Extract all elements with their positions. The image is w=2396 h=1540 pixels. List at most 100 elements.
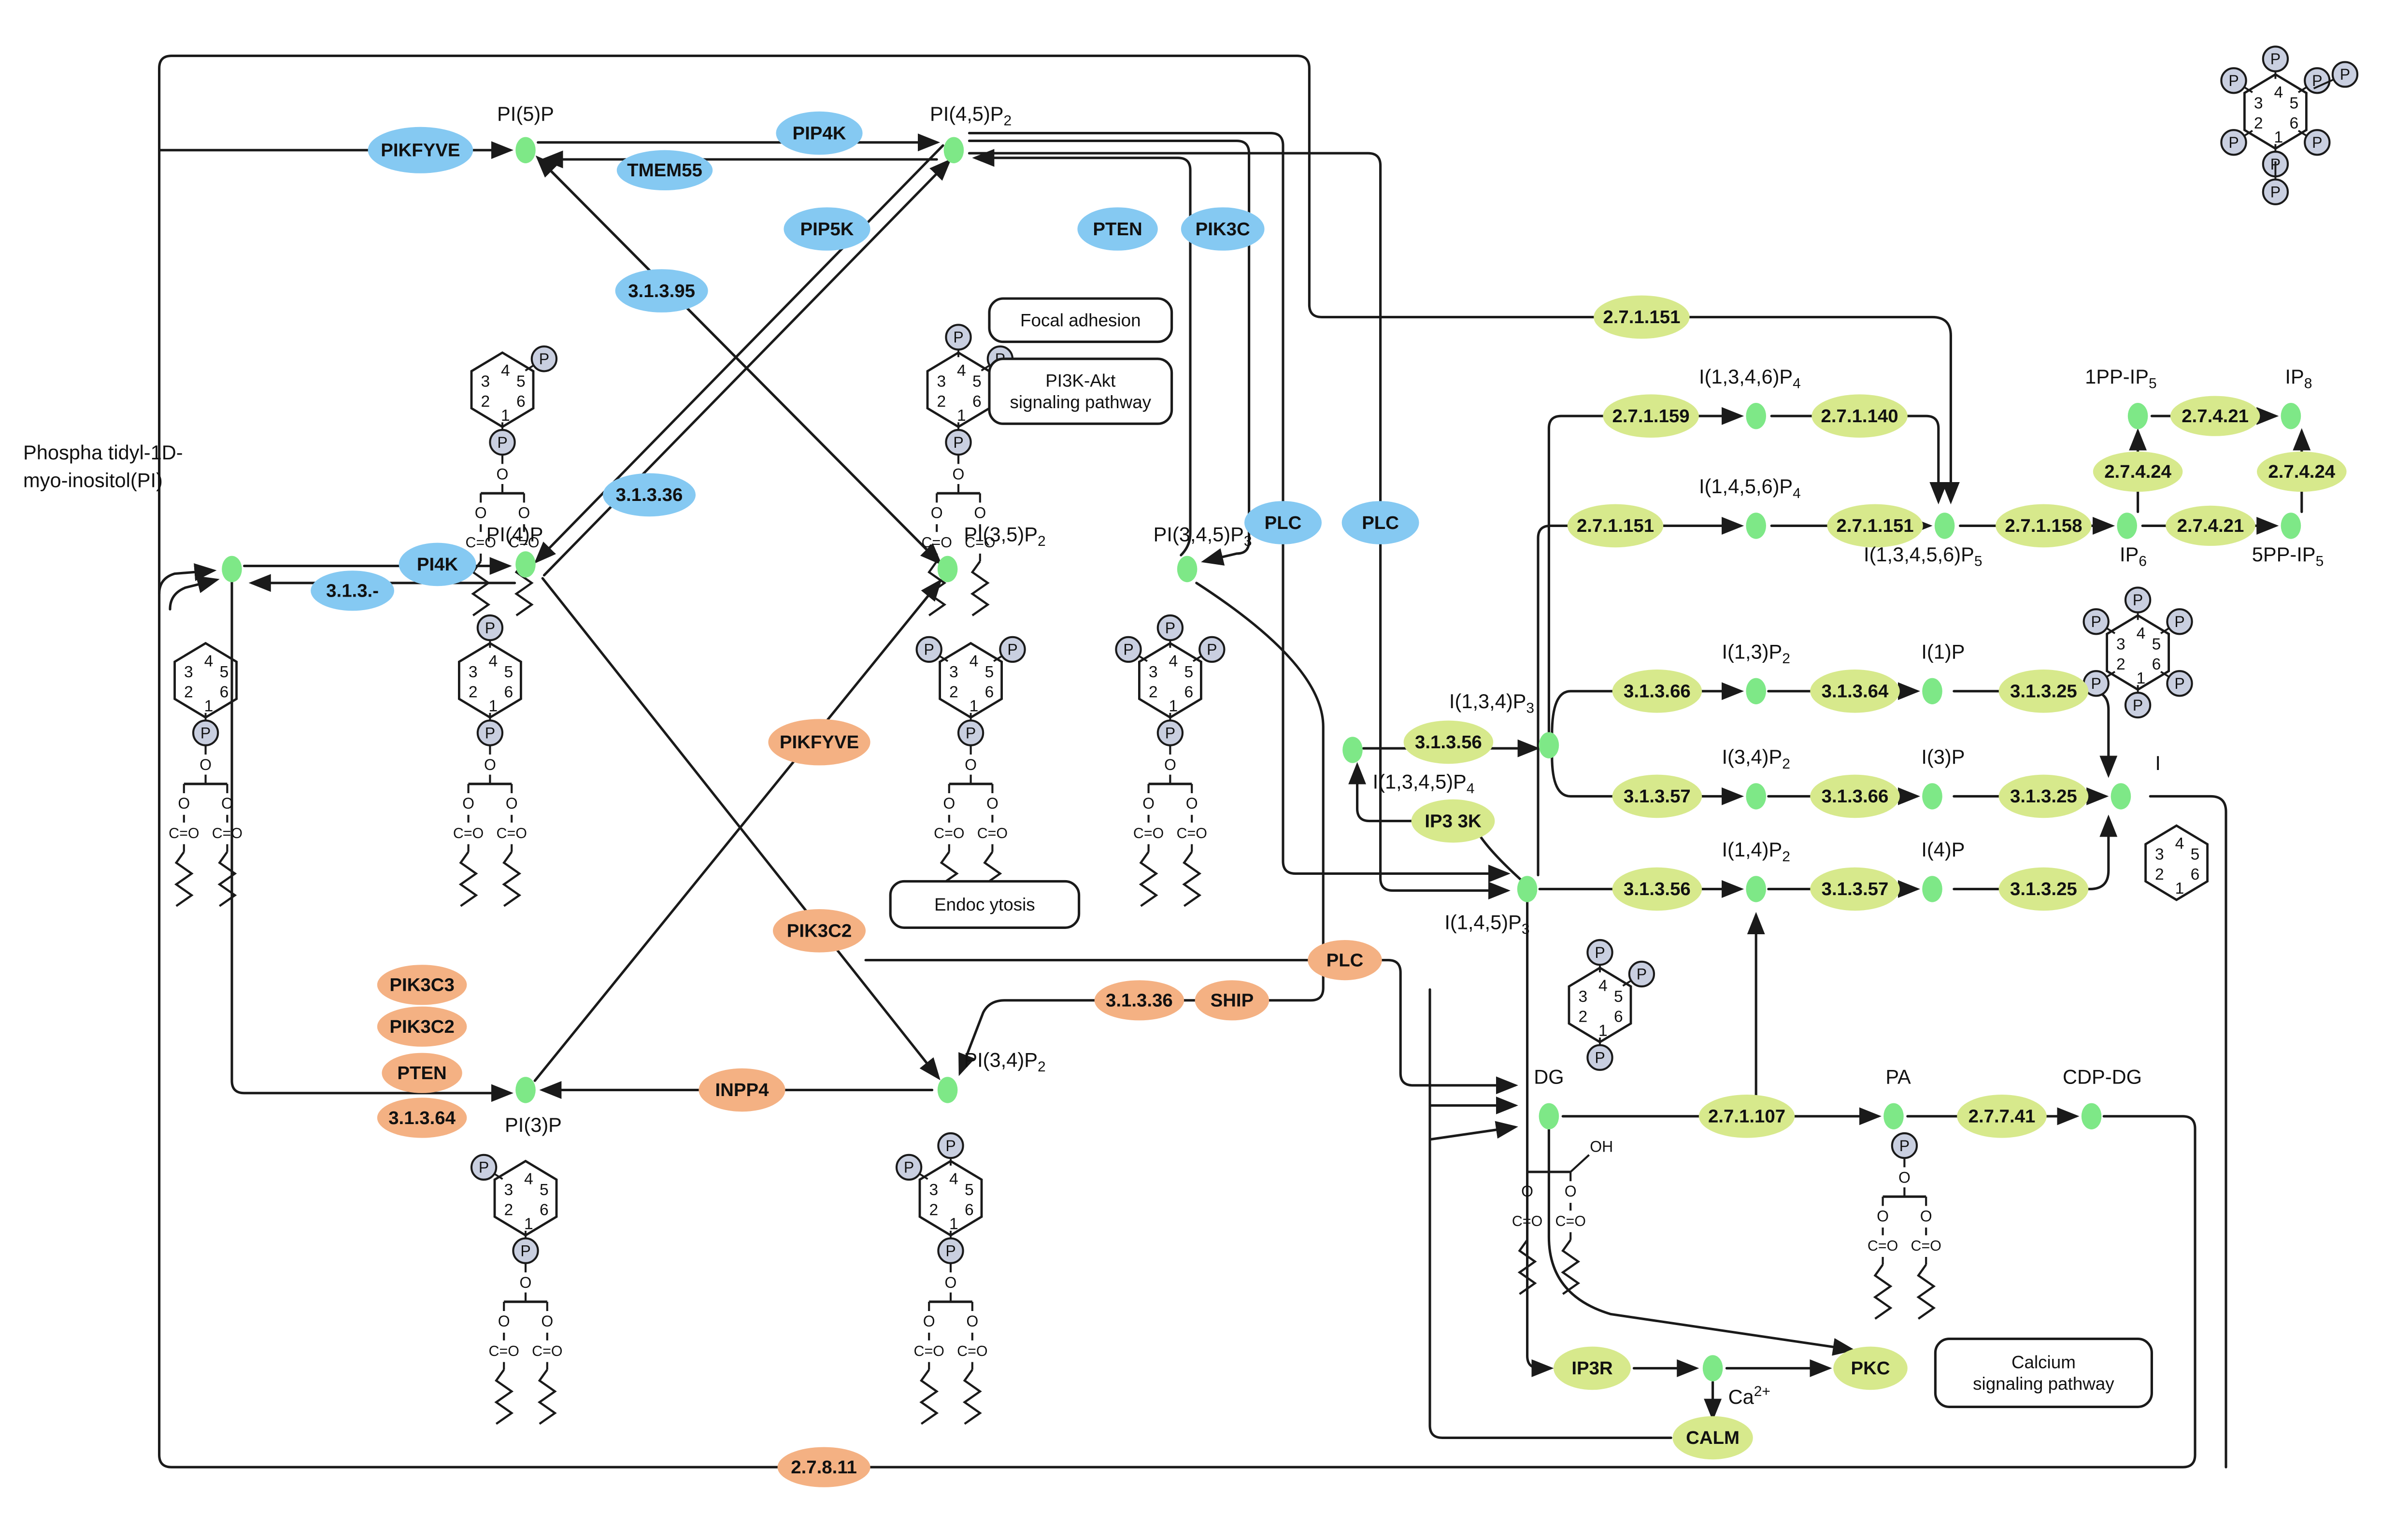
- metabolite-node-PI34P2[interactable]: [937, 1077, 958, 1103]
- metabolite-node-1PPIP5[interactable]: [2127, 403, 2148, 429]
- enzyme-ip3r[interactable]: IP3R: [1554, 1346, 1631, 1390]
- enzyme-orange-ellipse[interactable]: [1195, 980, 1269, 1021]
- enzyme-3.1.3.56[interactable]: 3.1.3.56: [1612, 867, 1702, 911]
- metabolite-node-PI[interactable]: [222, 556, 242, 583]
- metabolite-node-PI3P[interactable]: [515, 1077, 536, 1103]
- enzyme-green-ellipse[interactable]: [1811, 394, 1908, 438]
- enzyme-calm[interactable]: CALM: [1672, 1416, 1753, 1460]
- enzyme-blue-ellipse[interactable]: [1077, 207, 1158, 251]
- enzyme-green-ellipse[interactable]: [1996, 504, 2092, 548]
- metabolite-node-DG[interactable]: [1539, 1103, 1559, 1129]
- enzyme-green-ellipse[interactable]: [2093, 451, 2183, 492]
- enzyme-3.1.3.95[interactable]: 3.1.3.95: [615, 269, 708, 313]
- enzyme-pip5k[interactable]: PIP5K: [784, 207, 870, 251]
- metabolite-node-IP6[interactable]: [2117, 513, 2137, 539]
- enzyme-green-ellipse[interactable]: [1998, 670, 2089, 713]
- enzyme-3.1.3.66[interactable]: 3.1.3.66: [1612, 670, 1702, 713]
- enzyme-green-ellipse[interactable]: [1998, 867, 2089, 911]
- enzyme-green-ellipse[interactable]: [1411, 799, 1495, 843]
- enzyme-blue-ellipse[interactable]: [399, 542, 476, 586]
- metabolite-node-I3P[interactable]: [1922, 783, 1942, 810]
- enzyme-ip3-3k[interactable]: IP3 3K: [1411, 799, 1495, 843]
- enzyme-pikfyve[interactable]: PIKFYVE: [768, 719, 870, 766]
- enzyme-3.1.3.56[interactable]: 3.1.3.56: [1403, 720, 1494, 764]
- enzyme-green-ellipse[interactable]: [2166, 505, 2255, 546]
- metabolite-node-PI45P2[interactable]: [943, 137, 964, 163]
- enzyme-green-ellipse[interactable]: [1567, 504, 1664, 548]
- enzyme-inpp4[interactable]: INPP4: [699, 1068, 785, 1112]
- metabolite-node-I[interactable]: [2111, 783, 2131, 810]
- enzyme-orange-ellipse[interactable]: [382, 1053, 462, 1093]
- enzyme-pikfyve[interactable]: PIKFYVE: [368, 127, 473, 173]
- enzyme-pik3c[interactable]: PIK3C: [1181, 207, 1265, 251]
- enzyme-blue-ellipse[interactable]: [311, 570, 394, 611]
- enzyme-pik3c2[interactable]: PIK3C2: [773, 909, 866, 953]
- enzyme-ship[interactable]: SHIP: [1195, 980, 1269, 1021]
- pathway-box-rect[interactable]: [988, 297, 1173, 343]
- enzyme-green-ellipse[interactable]: [1403, 720, 1494, 764]
- pathway-box-rect[interactable]: [889, 880, 1081, 929]
- enzyme-orange-ellipse[interactable]: [777, 1447, 870, 1487]
- pathway-box-rect[interactable]: [988, 357, 1173, 425]
- enzyme-green-ellipse[interactable]: [2257, 451, 2347, 492]
- enzyme-3.1.3.64[interactable]: 3.1.3.64: [1810, 670, 1900, 713]
- metabolite-node-I1345P4[interactable]: [1342, 737, 1363, 763]
- enzyme-orange-ellipse[interactable]: [377, 965, 467, 1005]
- enzyme-green-ellipse[interactable]: [1810, 867, 1900, 911]
- enzyme-green-ellipse[interactable]: [1833, 1346, 1908, 1390]
- enzyme-green-ellipse[interactable]: [1594, 295, 1690, 339]
- enzyme-2.7.4.21[interactable]: 2.7.4.21: [2166, 505, 2255, 546]
- enzyme-3.1.3.57[interactable]: 3.1.3.57: [1810, 867, 1900, 911]
- enzyme-2.7.1.140[interactable]: 2.7.1.140: [1811, 394, 1908, 438]
- enzyme-2.7.1.159[interactable]: 2.7.1.159: [1603, 394, 1699, 438]
- metabolite-node-PI5P[interactable]: [515, 137, 536, 163]
- enzyme-plc[interactable]: PLC: [1341, 501, 1419, 544]
- enzyme-green-ellipse[interactable]: [1672, 1416, 1753, 1460]
- pathway-box[interactable]: Focal adhesion: [988, 297, 1173, 343]
- enzyme-2.7.1.151[interactable]: 2.7.1.151: [1567, 504, 1664, 548]
- enzyme-orange-ellipse[interactable]: [699, 1068, 785, 1112]
- enzyme-2.7.8.11[interactable]: 2.7.8.11: [777, 1447, 870, 1487]
- metabolite-node-I13456P5[interactable]: [1934, 513, 1955, 539]
- metabolite-node-PI35P2[interactable]: [937, 556, 958, 583]
- enzyme-3.1.3.36[interactable]: 3.1.3.36: [1094, 980, 1184, 1021]
- enzyme-3.1.3.66[interactable]: 3.1.3.66: [1810, 774, 1900, 818]
- metabolite-node-I1P[interactable]: [1922, 678, 1942, 704]
- enzyme-blue-ellipse[interactable]: [1244, 501, 1322, 544]
- enzyme-orange-ellipse[interactable]: [377, 1098, 467, 1138]
- enzyme-3.1.3.25[interactable]: 3.1.3.25: [1998, 867, 2089, 911]
- enzyme-pip4k[interactable]: PIP4K: [776, 111, 863, 155]
- metabolite-node-I145P3[interactable]: [1517, 876, 1538, 902]
- enzyme-2.7.1.158[interactable]: 2.7.1.158: [1996, 504, 2092, 548]
- enzyme-2.7.4.24[interactable]: 2.7.4.24: [2093, 451, 2183, 492]
- enzyme-blue-ellipse[interactable]: [368, 127, 473, 173]
- enzyme-pkc[interactable]: PKC: [1833, 1346, 1908, 1390]
- metabolite-node-I1456P4[interactable]: [1746, 513, 1766, 539]
- enzyme-green-ellipse[interactable]: [2170, 396, 2260, 436]
- enzyme-pik3c3[interactable]: PIK3C3: [377, 965, 467, 1005]
- enzyme-green-ellipse[interactable]: [1603, 394, 1699, 438]
- enzyme-3.1.3.57[interactable]: 3.1.3.57: [1612, 774, 1702, 818]
- metabolite-node-CDPDG[interactable]: [2081, 1103, 2102, 1129]
- enzyme-2.7.7.41[interactable]: 2.7.7.41: [1957, 1095, 2047, 1138]
- enzyme-green-ellipse[interactable]: [1554, 1346, 1631, 1390]
- enzyme-green-ellipse[interactable]: [1810, 670, 1900, 713]
- metabolite-node-PI4P[interactable]: [515, 551, 536, 578]
- enzyme-orange-ellipse[interactable]: [1094, 980, 1184, 1021]
- metabolite-node-I1346P4[interactable]: [1746, 403, 1766, 429]
- enzyme-2.7.1.151[interactable]: 2.7.1.151: [1827, 504, 1923, 548]
- metabolite-node-I34P2[interactable]: [1746, 783, 1766, 810]
- enzyme-3.1.3.25[interactable]: 3.1.3.25: [1998, 670, 2089, 713]
- enzyme-green-ellipse[interactable]: [1810, 774, 1900, 818]
- enzyme-blue-ellipse[interactable]: [616, 150, 713, 190]
- enzyme-orange-ellipse[interactable]: [773, 909, 866, 953]
- enzyme-blue-ellipse[interactable]: [1341, 501, 1419, 544]
- enzyme-2.7.4.21[interactable]: 2.7.4.21: [2170, 396, 2260, 436]
- enzyme-orange-ellipse[interactable]: [377, 1006, 467, 1047]
- enzyme-pten[interactable]: PTEN: [382, 1053, 462, 1093]
- enzyme-green-ellipse[interactable]: [1827, 504, 1923, 548]
- enzyme-pik3c2[interactable]: PIK3C2: [377, 1006, 467, 1047]
- metabolite-node-I4P[interactable]: [1922, 876, 1942, 902]
